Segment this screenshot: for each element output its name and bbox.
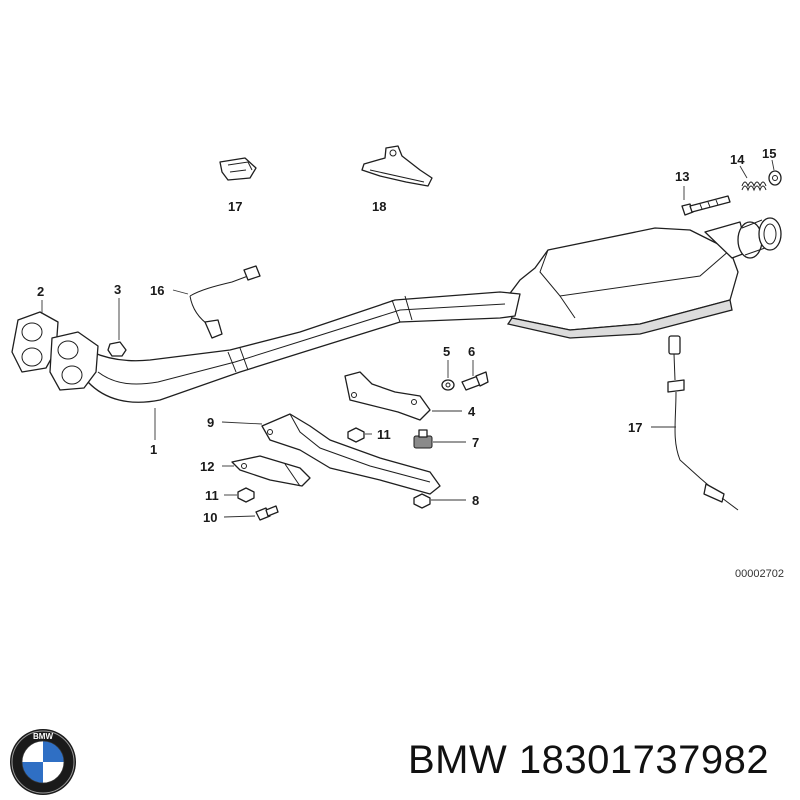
lead-9 (221, 421, 263, 425)
callout-17: 17 (628, 420, 642, 435)
callout-5: 5 (443, 344, 450, 359)
callout-12: 12 (200, 459, 214, 474)
callout-11-upper: 11 (377, 427, 391, 442)
part-1-front-pipe (11, 291, 521, 403)
brand-part-number: BMW 18301737982 (408, 738, 769, 783)
part-13-bolt (681, 195, 731, 216)
lead-10 (223, 515, 256, 518)
callout-19: 18 (372, 199, 386, 214)
callout-6: 6 (468, 344, 475, 359)
part-19-hanger-bracket (361, 145, 433, 187)
part-12-plate (231, 455, 311, 487)
callout-15: 15 (762, 146, 776, 161)
part-11-nut-upper (347, 427, 365, 443)
callout-13: 13 (675, 169, 689, 184)
part-9-support-bracket (261, 413, 441, 495)
brand-name: BMW (408, 738, 508, 782)
callout-14: 14 (730, 152, 745, 167)
callout-7: 7 (472, 435, 479, 450)
callout-4: 4 (468, 404, 476, 419)
part-8-nut (413, 493, 431, 509)
part-10-bolt (255, 505, 279, 521)
part-3-nut (107, 341, 127, 357)
part-18-clip (219, 157, 257, 181)
callout-10: 10 (203, 510, 217, 525)
part-7-rubber-mount (413, 429, 433, 449)
part-4-bracket (344, 371, 431, 421)
lead-16 (172, 289, 189, 295)
callout-9: 9 (207, 415, 214, 430)
diagram-reference-code: 00002702 (735, 568, 784, 580)
part-15-nut (768, 170, 782, 186)
callout-3: 3 (114, 282, 121, 297)
part-6-bolt (461, 371, 489, 391)
callout-2: 2 (37, 284, 44, 299)
callout-18: 17 (228, 199, 242, 214)
callout-8: 8 (472, 493, 479, 508)
lead-14 (739, 165, 748, 179)
callout-16: 16 (150, 283, 164, 298)
callout-11-lower: 11 (205, 488, 219, 503)
part-17-temperature-sensor (667, 335, 739, 511)
part-5-washer (441, 379, 455, 391)
callout-1: 1 (150, 442, 157, 457)
bmw-roundel-logo: BMW (10, 729, 76, 795)
lead-15 (771, 159, 775, 171)
part-16-oxygen-sensor (189, 265, 261, 339)
catalytic-converter (504, 217, 782, 339)
part-11-nut-lower (237, 487, 255, 503)
part-number: 18301737982 (518, 738, 770, 782)
part-14-spring (741, 181, 767, 192)
logo-letters: BMW (33, 732, 53, 741)
